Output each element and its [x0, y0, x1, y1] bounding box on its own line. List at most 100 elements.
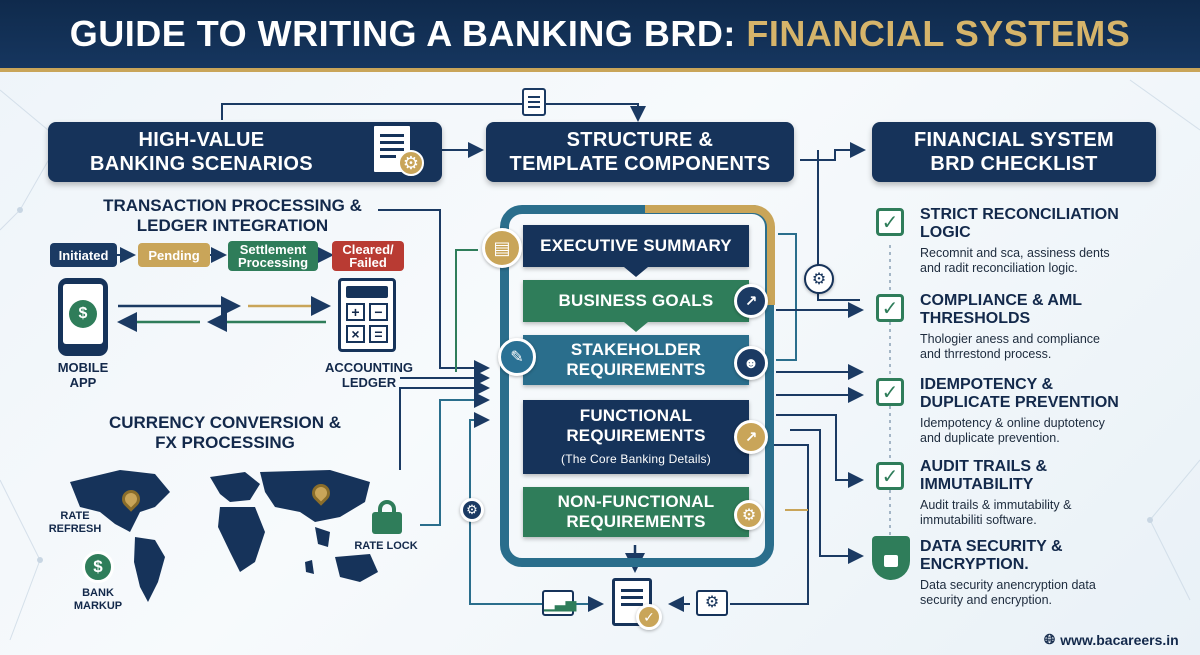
- title-accent: FINANCIAL SYSTEMS: [746, 13, 1131, 54]
- functional-sub: (The Core Banking Details): [561, 451, 711, 466]
- clipboard-check-icon: ✎: [498, 338, 536, 376]
- panel-title-line1: HIGH-VALUE: [138, 129, 265, 151]
- chart-window-icon: ▁▃▅: [542, 590, 576, 616]
- block-executive-summary: EXECUTIVE SUMMARY: [523, 225, 749, 267]
- block-non-functional-requirements: NON-FUNCTIONAL REQUIREMENTS: [523, 487, 749, 537]
- state-cleared-line2: Failed: [349, 255, 387, 270]
- component-stack-frame: [500, 205, 774, 567]
- document-check-icon: [612, 578, 652, 626]
- state-cleared-failed: Cleared/ Failed: [332, 241, 404, 271]
- calculator-ledger-icon: + − × =: [338, 278, 396, 352]
- checkbox-icon: ✓: [876, 378, 904, 406]
- state-settlement-line1: Settlement: [239, 242, 307, 257]
- page-title: GUIDE TO WRITING A BANKING BRD: FINANCIA…: [70, 13, 1131, 55]
- state-cleared-line1: Cleared/: [342, 242, 394, 257]
- checklist-item-desc-line2: security and encryption.: [920, 593, 1053, 607]
- title-main: GUIDE TO WRITING A BANKING BRD:: [69, 13, 736, 54]
- state-settlement-line2: Processing: [237, 255, 309, 270]
- non-functional-line2: REQUIREMENTS: [566, 512, 706, 531]
- checklist-item-desc-line2: and radit reconciliation logic.: [920, 261, 1078, 275]
- checklist-item-desc-line2: and duplicate prevention.: [920, 431, 1060, 445]
- state-pending: Pending: [138, 243, 210, 267]
- down-arrow-icon: [624, 322, 648, 332]
- transaction-section-title: TRANSACTION PROCESSING & LEDGER INTEGRAT…: [90, 196, 375, 236]
- footer-website[interactable]: 🌐︎ www.bacareers.in: [1044, 631, 1179, 648]
- checklist-item-title-line1: STRICT RECONCILIATION: [920, 206, 1119, 223]
- growth-chart-icon: ↗: [734, 420, 768, 454]
- transaction-title-line2: LEDGER INTEGRATION: [136, 216, 329, 235]
- rate-refresh-label: RATE REFRESH: [40, 510, 110, 536]
- checkbox-icon: ✓: [876, 462, 904, 490]
- checkbox-icon: ✓: [876, 208, 904, 236]
- checklist-item-desc-line1: Recomnit and sca, assiness dents: [920, 246, 1110, 260]
- state-initiated: Initiated: [50, 243, 117, 267]
- checklist-item-title-line2: IMMUTABILITY: [920, 476, 1034, 493]
- gold-frame-accent: [645, 205, 775, 305]
- checklist-item: COMPLIANCE & AML THRESHOLDS Thologier an…: [920, 292, 1190, 362]
- header-banner: GUIDE TO WRITING A BANKING BRD: FINANCIA…: [0, 0, 1200, 72]
- checklist-item: AUDIT TRAILS & IMMUTABILITY Audit trails…: [920, 458, 1190, 528]
- clipboard-icon: ▤: [482, 228, 522, 268]
- bank-markup-label: BANK MARKUP: [70, 587, 126, 613]
- panel-title-line2: BANKING SCENARIOS: [90, 153, 313, 175]
- gear-icon: ⚙: [460, 498, 484, 522]
- non-functional-line1: NON-FUNCTIONAL: [557, 492, 715, 511]
- center-title-line1: STRUCTURE &: [566, 129, 714, 151]
- checklist-item-title-line1: IDEMPOTENCY &: [920, 376, 1054, 393]
- checklist-title-line1: FINANCIAL SYSTEM: [914, 129, 1114, 151]
- bank-markup-line1: BANK: [82, 587, 114, 599]
- checklist-item-desc-line1: Idempotency & online duptotency: [920, 416, 1105, 430]
- checklist-item-desc-line2: immutabiliti software.: [920, 513, 1037, 527]
- mobile-app-label: MOBILE APP: [48, 360, 118, 390]
- center-title-line2: TEMPLATE COMPONENTS: [509, 153, 771, 175]
- bank-markup-line2: MARKUP: [73, 600, 123, 612]
- executive-summary-label: EXECUTIVE SUMMARY: [540, 236, 732, 255]
- checklist-item: IDEMPOTENCY & DUPLICATE PREVENTION Idemp…: [920, 376, 1190, 446]
- transaction-title-line1: TRANSACTION PROCESSING &: [103, 196, 362, 215]
- mobile-app-line1: MOBILE: [57, 360, 109, 375]
- dollar-icon: $: [69, 300, 97, 328]
- website-link[interactable]: www.bacareers.in: [1060, 631, 1179, 648]
- block-functional-requirements: FUNCTIONAL REQUIREMENTS (The Core Bankin…: [523, 400, 749, 474]
- functional-line2: REQUIREMENTS: [566, 425, 706, 445]
- checklist-item-desc-line1: Thologier aness and compliance: [920, 332, 1100, 346]
- growth-chart-icon: ↗: [734, 284, 768, 318]
- checklist-title-line2: BRD CHECKLIST: [930, 153, 1098, 175]
- block-stakeholder-requirements: STAKEHOLDER REQUIREMENTS: [523, 335, 749, 385]
- padlock-icon: [372, 500, 402, 534]
- mobile-phone-icon: $: [58, 278, 108, 356]
- ledger-line1: ACCOUNTING: [324, 360, 414, 375]
- currency-section-title: CURRENCY CONVERSION & FX PROCESSING: [90, 413, 360, 453]
- brd-checklist-panel: FINANCIAL SYSTEM BRD CHECKLIST: [872, 122, 1156, 182]
- gear-icon: ⚙: [398, 150, 424, 176]
- checklist-item-desc-line1: Data security anencryption data: [920, 578, 1096, 592]
- dollar-cycle-icon: $: [82, 551, 114, 583]
- checklist-item-title-line1: AUDIT TRAILS &: [920, 458, 1048, 475]
- currency-title-line2: FX PROCESSING: [155, 433, 295, 452]
- checklist-item-title-line1: DATA SECURITY &: [920, 538, 1063, 555]
- checklist-item-title-line2: LOGIC: [920, 224, 971, 241]
- business-goals-label: BUSINESS GOALS: [558, 291, 714, 310]
- functional-line1: FUNCTIONAL: [579, 405, 693, 425]
- rate-refresh-line1: RATE: [60, 510, 90, 522]
- globe-icon: 🌐︎: [1044, 631, 1056, 647]
- checklist-item-desc-line1: Audit trails & immutability &: [920, 498, 1072, 512]
- people-icon: ☻: [734, 346, 768, 380]
- stakeholder-line1: STAKEHOLDER: [570, 340, 702, 359]
- check-badge-icon: ✓: [636, 604, 662, 630]
- block-business-goals: BUSINESS GOALS: [523, 280, 749, 322]
- checkbox-icon: ✓: [876, 294, 904, 322]
- rate-lock-label: RATE LOCK: [354, 540, 418, 552]
- shield-lock-icon: [872, 536, 910, 580]
- checklist-item-title-line2: ENCRYPTION.: [920, 556, 1029, 573]
- gear-icon: ⚙: [804, 264, 834, 294]
- checklist-item-title-line2: DUPLICATE PREVENTION: [920, 394, 1119, 411]
- mobile-app-line2: APP: [69, 375, 97, 390]
- structure-template-panel: STRUCTURE & TEMPLATE COMPONENTS: [486, 122, 794, 182]
- down-arrow-icon: [624, 267, 648, 277]
- gear-window-icon: ⚙: [696, 590, 728, 616]
- rate-refresh-line2: REFRESH: [48, 523, 102, 535]
- state-settlement-processing: Settlement Processing: [228, 241, 318, 271]
- document-icon: [522, 88, 546, 116]
